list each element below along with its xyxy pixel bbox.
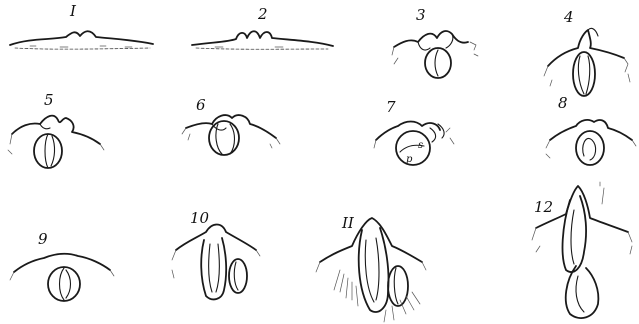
figure-7: 7 s p: [374, 98, 454, 165]
figure-4-label: 4: [563, 8, 574, 26]
figure-4: 4: [544, 8, 630, 96]
figure-5-label: 5: [44, 91, 54, 109]
figure-11-label: II: [341, 214, 355, 232]
figure-10-label: 10: [190, 209, 210, 227]
figure-3-label: 3: [416, 6, 426, 24]
figure-6: 6: [182, 96, 280, 155]
figure-6-label: 6: [196, 96, 206, 114]
figure-9-label: 9: [38, 230, 48, 248]
figure-10: 10: [172, 209, 260, 299]
figure-7-label: 7: [386, 98, 396, 116]
figure-7-label-s: s: [418, 140, 423, 151]
figure-7-label-p: p: [406, 154, 413, 165]
figure-12: 12: [532, 182, 632, 318]
figure-8: 8: [546, 94, 636, 165]
figure-12-label: 12: [534, 198, 553, 216]
figure-1: I: [10, 2, 153, 49]
figure-5: 5: [8, 91, 104, 168]
figure-11: II: [316, 214, 426, 322]
figure-3: 3: [392, 6, 478, 78]
figure-8-label: 8: [558, 94, 568, 112]
figure-9: 9: [10, 230, 114, 301]
figure-2-label: 2: [257, 5, 268, 23]
figure-1-label: I: [69, 2, 77, 20]
figure-2: 2: [192, 5, 333, 49]
